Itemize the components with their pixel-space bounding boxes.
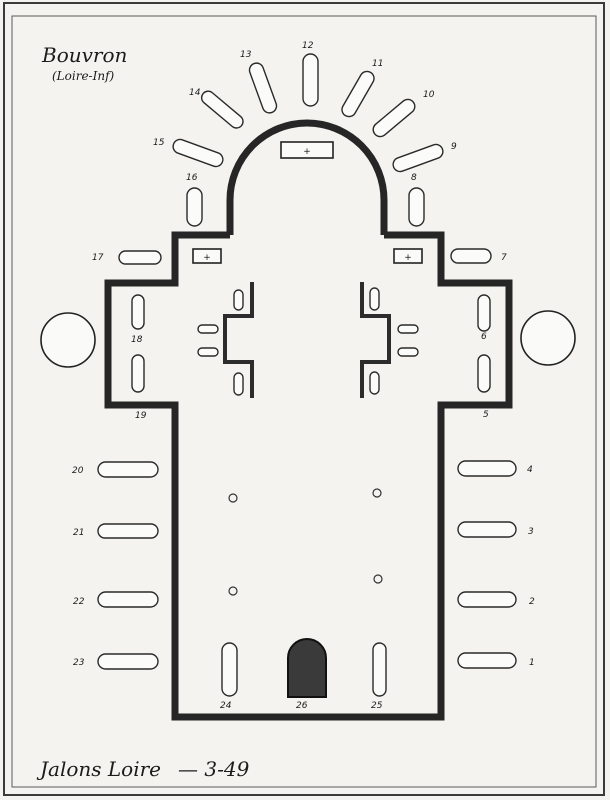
left-side-altar: + xyxy=(192,248,222,264)
window-6-upper xyxy=(477,294,491,332)
main-doorway xyxy=(287,638,327,698)
window-number-label: 16 xyxy=(186,173,198,183)
window-16 xyxy=(186,187,203,227)
window-15 xyxy=(172,138,224,168)
window-number-label: 18 xyxy=(131,335,143,345)
crossing-window xyxy=(397,347,419,357)
window-number-label: 20 xyxy=(72,466,84,476)
window-number-label: 1 xyxy=(529,658,535,668)
window-4 xyxy=(457,460,517,477)
crossing-window xyxy=(233,372,244,396)
window-12 xyxy=(302,53,319,107)
window-3 xyxy=(457,521,517,538)
svg-text:+: + xyxy=(303,147,311,157)
window-1 xyxy=(457,652,517,669)
plan-title: Bouvron xyxy=(41,43,127,67)
plan-date: — 3-49 xyxy=(178,757,250,781)
window-number-label: 21 xyxy=(73,528,84,538)
window-number-label: 5 xyxy=(483,410,489,420)
window-18-upper xyxy=(131,294,145,330)
window-25 xyxy=(372,642,387,697)
window-6-lower xyxy=(477,354,491,393)
window-7 xyxy=(450,248,492,264)
nave-pillar xyxy=(228,493,238,503)
outer-border xyxy=(3,2,605,796)
nave-pillar xyxy=(228,586,238,596)
crossing-window xyxy=(369,371,380,395)
crossing-window xyxy=(197,347,219,357)
window-number-label: 3 xyxy=(528,527,534,537)
window-number-label: 14 xyxy=(189,88,201,98)
crossing-window xyxy=(397,324,419,334)
window-24 xyxy=(221,642,238,697)
window-11 xyxy=(341,70,375,118)
window-17 xyxy=(118,250,162,265)
window-number-label: 7 xyxy=(501,253,507,263)
window-20 xyxy=(97,461,159,478)
window-number-label: 8 xyxy=(411,173,417,183)
window-8 xyxy=(408,187,425,227)
window-number-label: 11 xyxy=(372,59,383,69)
window-22 xyxy=(97,591,159,608)
window-18-lower xyxy=(131,354,145,393)
crossing-window xyxy=(197,324,219,334)
window-23 xyxy=(97,653,159,670)
crossing-window xyxy=(369,287,380,311)
inner-border xyxy=(11,15,597,788)
right-side-altar: + xyxy=(393,248,423,264)
window-number-label: 13 xyxy=(240,50,252,60)
svg-text:+: + xyxy=(404,253,412,263)
pier-right xyxy=(360,282,391,398)
window-number-label: 23 xyxy=(73,658,85,668)
window-number-label: 26 xyxy=(296,701,308,711)
window-number-label: 6 xyxy=(481,332,487,342)
signature: Jalons Loire xyxy=(36,757,161,781)
transept-and-nave-wall xyxy=(104,231,513,721)
svg-text:+: + xyxy=(203,253,211,263)
pier-left xyxy=(223,282,254,398)
plan-subtitle: (Loire-Inf) xyxy=(52,69,115,83)
window-number-label: 4 xyxy=(527,465,533,475)
window-number-labels: 1 2 3 4 5 6 7 8 9 10 11 12 13 14 15 16 1… xyxy=(72,41,535,711)
window-number-label: 12 xyxy=(302,41,314,51)
window-number-label: 17 xyxy=(92,253,104,263)
window-21 xyxy=(97,523,159,539)
window-10 xyxy=(372,98,416,138)
window-number-label: 25 xyxy=(371,701,383,711)
nave-pillar xyxy=(373,574,383,584)
window-14 xyxy=(200,90,244,129)
main-altar: + xyxy=(280,141,334,159)
apse-wall xyxy=(226,119,388,235)
window-number-label: 22 xyxy=(73,597,85,607)
window-number-label: 19 xyxy=(135,411,147,421)
window-2 xyxy=(457,591,517,608)
nave-pillar xyxy=(372,488,382,498)
window-13 xyxy=(248,62,278,114)
window-number-label: 15 xyxy=(153,138,165,148)
window-number-label: 10 xyxy=(423,90,435,100)
window-9 xyxy=(392,143,444,173)
crossing-window xyxy=(233,289,244,311)
rose-window-right xyxy=(520,310,576,366)
window-number-label: 2 xyxy=(529,597,535,607)
window-number-label: 24 xyxy=(220,701,232,711)
window-number-label: 9 xyxy=(451,142,457,152)
rose-window-left xyxy=(40,312,96,368)
date-value: 3-49 xyxy=(204,757,249,781)
